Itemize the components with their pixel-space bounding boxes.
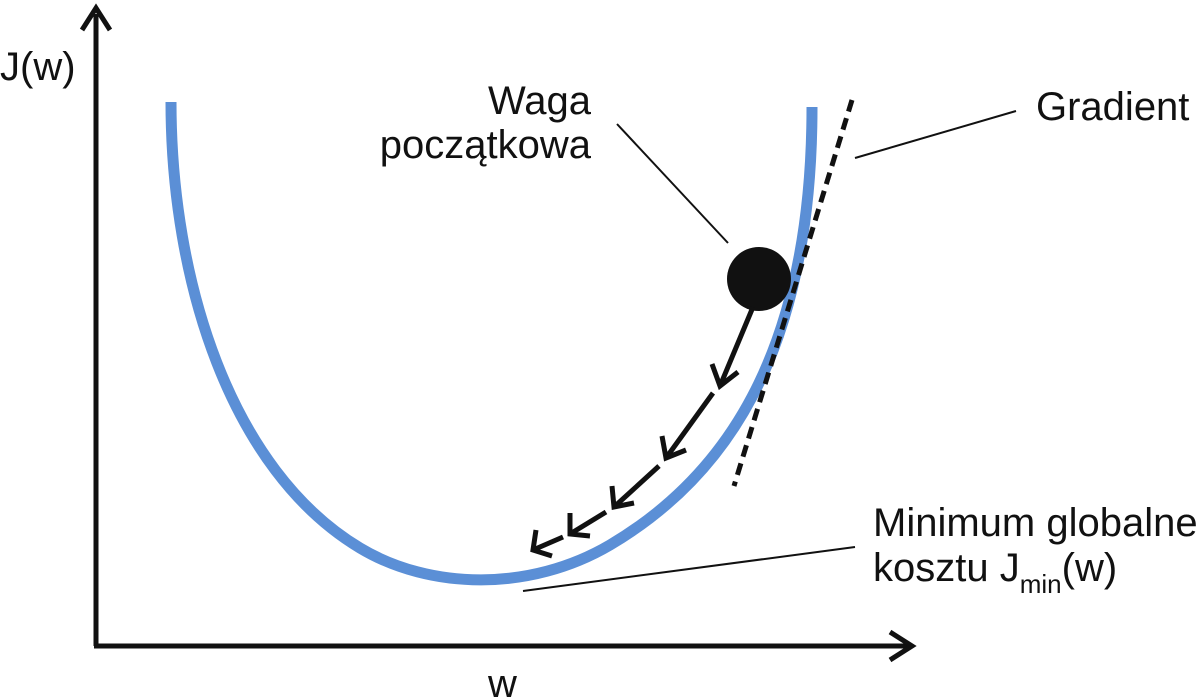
descent-steps xyxy=(530,306,756,559)
gradient-label: Gradient xyxy=(1036,85,1189,129)
x-axis-label: w xyxy=(487,662,517,697)
global-min-label-line1: Minimum globalne xyxy=(873,501,1198,545)
global-min-leader xyxy=(522,546,856,592)
arrow-icon xyxy=(567,509,608,539)
y-axis-label: J(w) xyxy=(0,45,76,89)
initial-weight-marker xyxy=(727,247,791,311)
global-min-suffix: (w) xyxy=(1062,546,1118,590)
arrow-icon xyxy=(609,464,661,510)
global-min-subscript: min xyxy=(1020,569,1062,599)
arrow-icon xyxy=(530,529,564,559)
initial-weight-label-line2: początkowa xyxy=(380,123,592,167)
gradient-leader xyxy=(854,110,1017,159)
initial-weight-label-line1: Waga xyxy=(488,79,592,123)
cost-curve xyxy=(165,101,818,586)
gradient-tangent-line xyxy=(731,99,855,487)
global-min-label-line2: kosztu Jmin(w) xyxy=(873,546,1117,599)
arrow-icon xyxy=(709,306,756,391)
initial-weight-leader xyxy=(616,123,729,244)
x-axis-arrowhead xyxy=(888,629,917,663)
global-min-prefix: kosztu J xyxy=(873,546,1020,590)
arrow-icon xyxy=(659,391,716,462)
y-axis-arrowhead xyxy=(79,3,113,32)
